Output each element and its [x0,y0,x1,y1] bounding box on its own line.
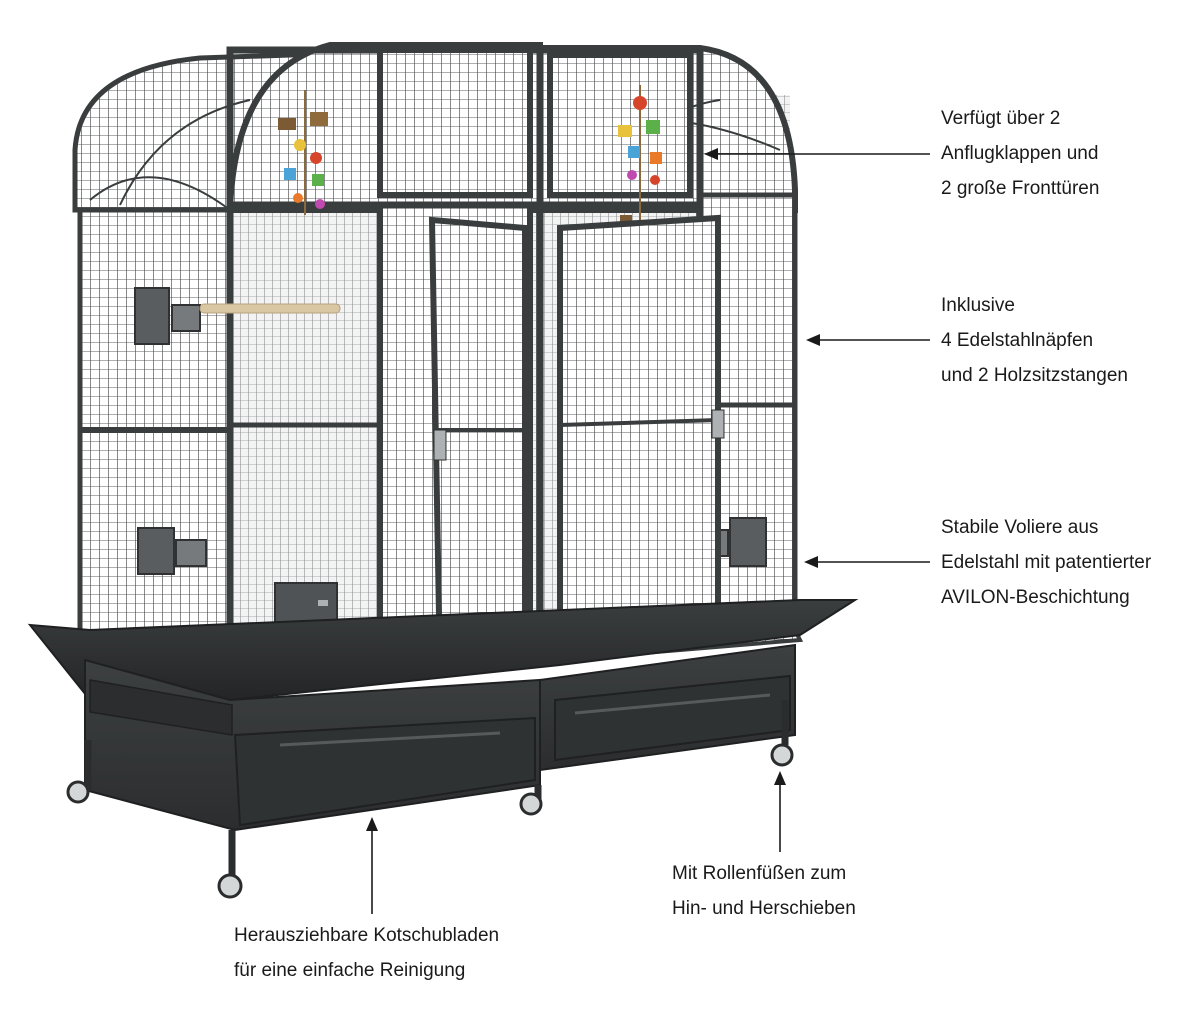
callout-caster-wheels: Mit Rollenfüßen zum Hin- und Herschieben [672,856,856,926]
callout-line: 2 große Fronttüren [941,178,1100,199]
callout-flaps-doors: Verfügt über 2 Anflugklappen und 2 große… [941,101,1099,206]
callout-line: Mit Rollenfüßen zum [672,863,847,884]
cage-left-side-panel [77,207,233,658]
callout-line: Herausziehbare Kotschubladen [234,925,500,946]
callout-drawers: Herausziehbare Kotschubladen für eine ei… [234,918,499,988]
callout-line: und 2 Holzsitzstangen [941,365,1128,386]
front-door-left [428,216,528,677]
callout-line: Anflugklappen und [941,143,1099,164]
callout-bowls-perches: Inklusive 4 Edelstahlnäpfen und 2 Holzsi… [941,288,1128,393]
callout-line: Hin- und Herschieben [672,898,856,919]
callout-line: Inklusive [941,295,1015,316]
callout-line: Edelstahl mit patentierter [941,552,1152,573]
callout-arrows [366,148,930,914]
front-door-right [557,214,725,644]
callout-stainless-steel: Stabile Voliere aus Edelstahl mit patent… [941,510,1151,615]
caster-wheel [66,743,794,899]
callout-line: AVILON-Beschichtung [941,587,1130,608]
cage-base-stand [81,643,796,875]
callout-line: Verfügt über 2 [941,108,1061,129]
callout-line: 4 Edelstahlnäpfen [941,330,1094,351]
callout-line: für eine einfache Reinigung [234,960,466,981]
callout-line: Stabile Voliere aus [941,517,1099,538]
